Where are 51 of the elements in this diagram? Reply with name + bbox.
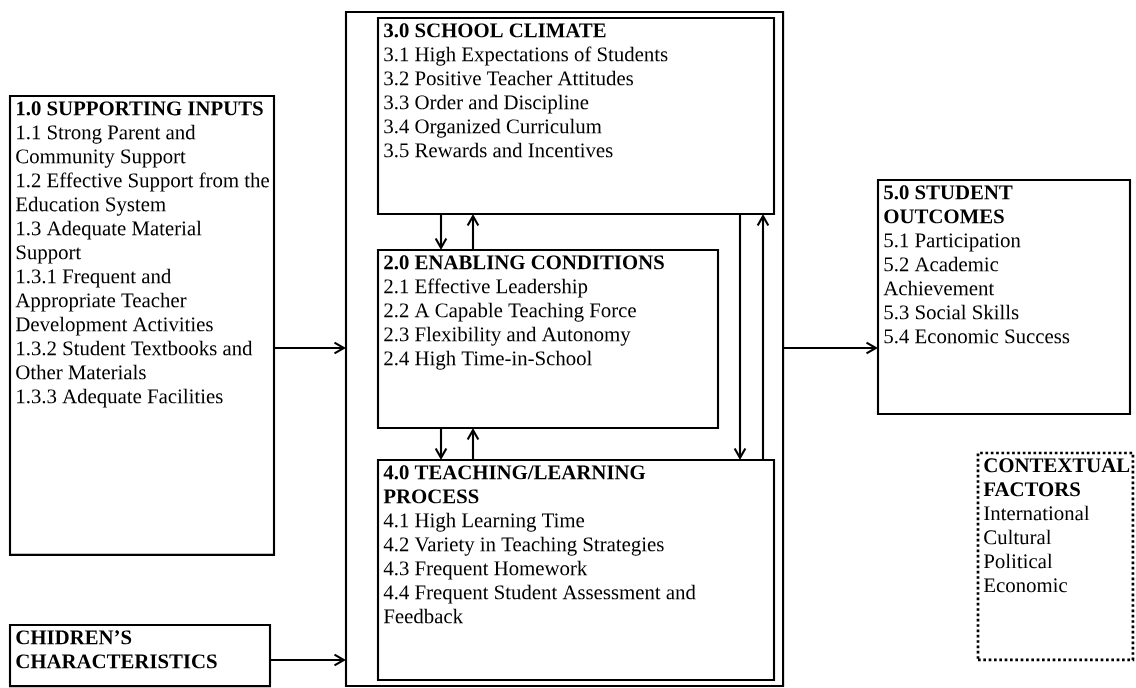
- item-text: 1.3.3 Adequate Facilities: [17, 388, 223, 408]
- arrow: [783, 341, 878, 355]
- item-text: 5.3 Social Skills: [884, 304, 1019, 320]
- arrow: [274, 341, 346, 355]
- arrow: [733, 214, 747, 460]
- item-text: 5.1 Participation: [884, 233, 1021, 252]
- item-text: 1.3.1 Frequent and Appropriate Teacher Development Activities: [15, 268, 213, 336]
- arrow: [434, 428, 448, 460]
- item-text: 4.1 High Learning Time: [383, 512, 585, 532]
- arrow: [270, 653, 346, 667]
- item-text: 5.2 Academic Achievement: [883, 256, 999, 296]
- heading: CHIDREN’S CHARACTERISTICS: [16, 630, 217, 669]
- item-text: 3.2 Positive Teacher Attitudes: [384, 70, 633, 86]
- text-box: [376, 458, 776, 682]
- item-text: 1.3.2 Student Textbooks and Other Materials: [16, 340, 253, 380]
- item-text: International: [984, 505, 1090, 521]
- heading: 4.0 TEACHING/LEARNING PROCESS: [383, 465, 646, 504]
- item-text: 3.1 High Expectations of Students: [384, 46, 668, 66]
- item-text: 4.3 Frequent Homework: [383, 560, 588, 580]
- item-text: 3.3 Order and Discipline: [384, 94, 589, 114]
- item-text: Economic: [983, 578, 1068, 593]
- heading: 1.0 SUPPORTING INPUTS: [17, 101, 263, 116]
- arrow: [466, 428, 480, 460]
- item-text: 2.4 High Time-in-School: [384, 350, 592, 370]
- item-text: 5.4 Economic Success: [884, 329, 1070, 344]
- heading: CONTEXTUAL FACTORS: [983, 458, 1130, 497]
- text-box: [8, 623, 272, 688]
- text-box: [8, 94, 276, 556]
- text-box: [876, 178, 1132, 416]
- arrow: [434, 214, 448, 250]
- item-text: 1.3 Adequate Material Support: [16, 220, 202, 264]
- item-text: Cultural: [984, 529, 1052, 545]
- dotted-box: [976, 451, 1135, 662]
- heading: 2.0 ENABLING CONDITIONS: [384, 255, 664, 270]
- item-text: 1.1 Strong Parent and Community Support: [16, 124, 196, 168]
- item-text: 2.3 Flexibility and Autonomy: [384, 326, 631, 346]
- heading: 5.0 STUDENT OUTCOMES: [884, 185, 1013, 224]
- text-box: [376, 16, 776, 216]
- item-text: 3.4 Organized Curriculum: [384, 118, 602, 138]
- item-text: 1.2 Effective Support from the Education System: [15, 172, 269, 216]
- frame-box: [344, 10, 785, 688]
- item-text: 2.2 A Capable Teaching Force: [384, 302, 636, 322]
- item-text: 3.5 Rewards and Incentives: [384, 142, 613, 158]
- heading: 3.0 SCHOOL CLIMATE: [384, 23, 606, 38]
- item-text: 2.1 Effective Leadership: [384, 278, 588, 298]
- item-text: Political: [983, 553, 1053, 569]
- item-text: 4.2 Variety in Teaching Strategies: [383, 536, 664, 556]
- text-box: [376, 248, 720, 430]
- arrow: [756, 214, 770, 460]
- arrow: [466, 214, 480, 250]
- item-text: 4.4 Frequent Student Assessment and Feedback: [383, 584, 696, 624]
